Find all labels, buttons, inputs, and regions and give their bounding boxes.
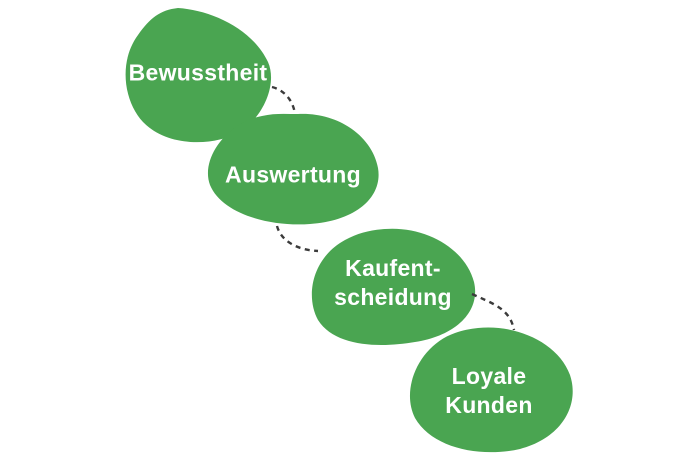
stage-blob-loyale-kunden xyxy=(409,327,573,453)
connector-auswertung-kaufentscheidung xyxy=(275,225,319,253)
stage-blob-kaufentscheidung xyxy=(311,228,476,345)
stage-label-auswertung: Auswertung xyxy=(225,161,361,190)
stage-label-line: Auswertung xyxy=(225,161,361,188)
stage-label-line: Loyale xyxy=(451,363,527,389)
stage-label-line: scheidung xyxy=(334,284,452,310)
stage-label-line: Kunden xyxy=(445,392,533,418)
stage-blob-bewusstheit xyxy=(125,8,272,143)
stage-label-line: Kaufent- xyxy=(345,255,441,281)
stage-blob-auswertung xyxy=(207,113,379,225)
stage-label-loyale-kunden: Loyale Kunden xyxy=(445,362,532,420)
connector-kaufentscheidung-loyale-kunden xyxy=(471,292,516,331)
stage-label-line: Bewusstheit xyxy=(128,59,268,86)
stage-label-kaufentscheidung: Kaufent- scheidung xyxy=(334,254,452,312)
stage-label-bewusstheit: Bewusstheit xyxy=(129,59,268,88)
connector-bewusstheit-auswertung xyxy=(271,85,297,115)
